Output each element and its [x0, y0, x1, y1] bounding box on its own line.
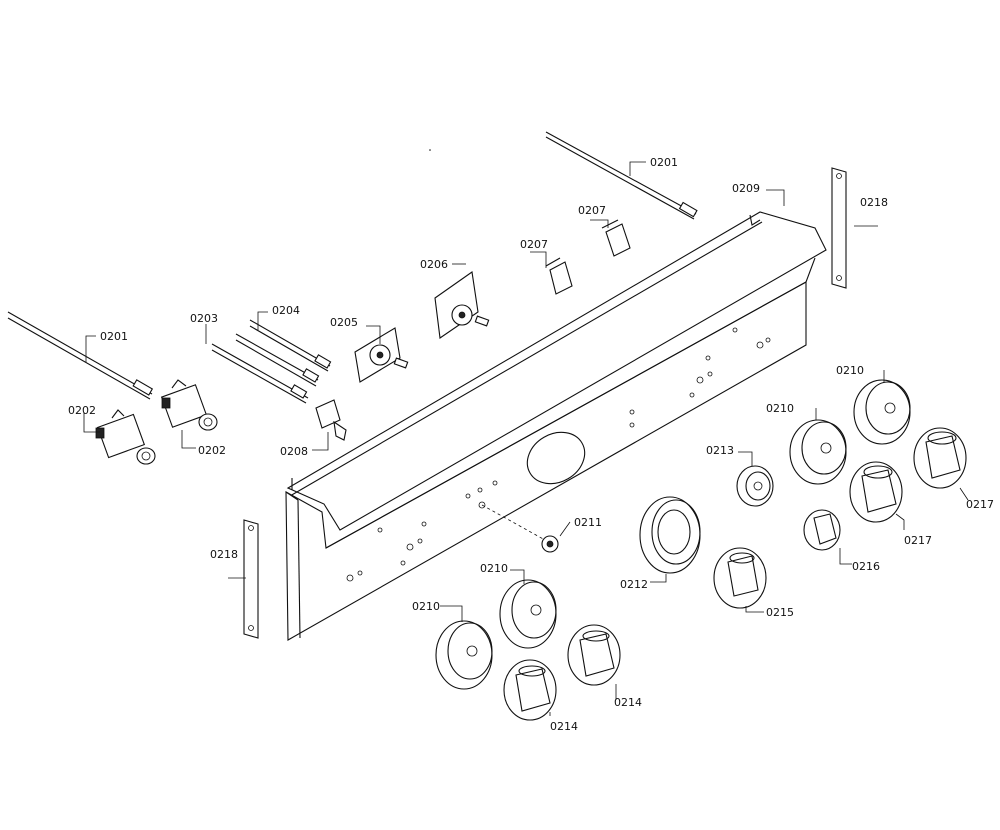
bracket-0218-right [831, 167, 847, 289]
valve-0202-left [95, 409, 156, 465]
callout-0217-left: 0217 [904, 534, 932, 547]
callout-0202-right: 0202 [198, 444, 226, 457]
knob-0215 [713, 547, 767, 609]
bezel-0210-top-right [853, 379, 911, 445]
callout-0209: 0209 [732, 182, 760, 195]
callout-0210-top-right: 0210 [836, 364, 864, 377]
callout-0210-middle-right: 0210 [766, 402, 794, 415]
callout-0211: 0211 [574, 516, 602, 529]
bezel-0212 [639, 496, 701, 574]
bracket-0218-left [243, 519, 259, 639]
bezel-0210-lower-center [499, 579, 557, 649]
callout-0207-left: 0207 [520, 238, 548, 251]
callout-0212: 0212 [620, 578, 648, 591]
knob-0216 [803, 509, 841, 551]
stray-dot [429, 149, 431, 151]
rod-0201-left [7, 311, 154, 400]
callout-0203: 0203 [190, 312, 218, 325]
knob-0214-right [567, 624, 621, 686]
callout-0204: 0204 [272, 304, 300, 317]
callout-0201-left: 0201 [100, 330, 128, 343]
callout-labels: 0201 0201 0202 0202 0203 0204 0205 0206 … [68, 156, 994, 733]
knob-0211 [481, 504, 559, 553]
clip-0207-left [545, 257, 573, 295]
callout-0210-lower-left: 0210 [412, 600, 440, 613]
callout-0202-left: 0202 [68, 404, 96, 417]
board-0206 [434, 271, 490, 339]
callout-0218-right: 0218 [860, 196, 888, 209]
callout-0208: 0208 [280, 445, 308, 458]
callout-0215: 0215 [766, 606, 794, 619]
rod-0201-right [545, 131, 698, 220]
bezel-0210-middle-right [789, 419, 847, 485]
callout-0210-lower-center: 0210 [480, 562, 508, 575]
callout-0213: 0213 [706, 444, 734, 457]
bezel-0213 [736, 465, 774, 507]
callout-0207-right: 0207 [578, 204, 606, 217]
valve-0202-right [160, 379, 218, 431]
callout-0206: 0206 [420, 258, 448, 271]
callout-0201-right: 0201 [650, 156, 678, 169]
callout-0216: 0216 [852, 560, 880, 573]
board-0205 [354, 327, 409, 383]
knob-0217-left [849, 461, 903, 523]
callout-0214-right: 0214 [614, 696, 642, 709]
callout-0217-right: 0217 [966, 498, 994, 511]
switch-0208 [315, 399, 347, 441]
clip-0207-right [601, 219, 631, 257]
knob-0217-right [913, 427, 967, 489]
callout-0214-left: 0214 [550, 720, 578, 733]
callout-0218-left: 0218 [210, 548, 238, 561]
leader-lines [83, 161, 969, 716]
knob-0214-left [503, 659, 557, 721]
control-panel [285, 211, 827, 641]
bezel-0210-lower-left [435, 620, 493, 690]
callout-0205: 0205 [330, 316, 358, 329]
rods-0203-0204 [211, 319, 332, 404]
